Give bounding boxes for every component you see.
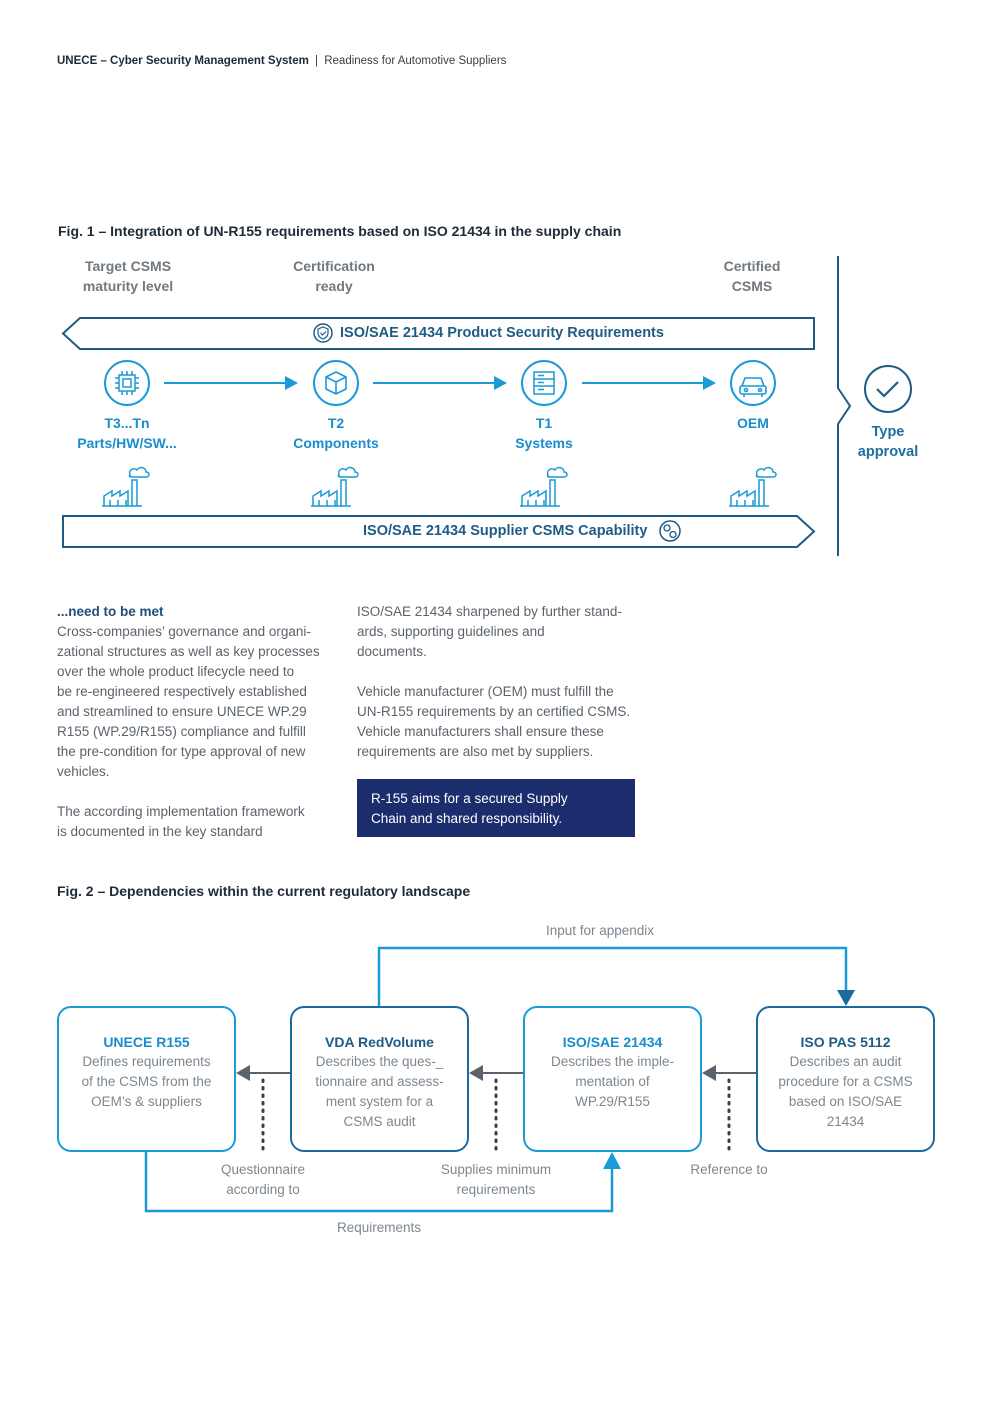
box-description: Describes the imple- mentation of WP.29/…	[550, 1054, 675, 1109]
box-description: Defines requirements of the CSMS from th…	[81, 1054, 212, 1109]
factory-icon	[311, 466, 359, 507]
paragraph: Cross-companies’ governance and organi- …	[57, 624, 320, 779]
input-appendix-label: Input for appendix	[545, 923, 655, 938]
link-arrow-3	[702, 1065, 756, 1081]
box-description: Describes the ques-_ tionnaire and asses…	[315, 1054, 444, 1129]
supplies-label: Supplies minimum requirements	[440, 1162, 552, 1197]
cube-icon	[325, 371, 347, 395]
box-title: UNECE R155	[103, 1034, 190, 1050]
header-title: UNECE – Cyber Security Management System	[57, 55, 309, 67]
tier-t2: T2 Components	[261, 413, 411, 453]
gears-icon	[659, 520, 681, 542]
tier-arrow-3	[582, 376, 716, 390]
input-appendix-arrow	[377, 946, 855, 1006]
server-icon	[533, 371, 555, 395]
tier-code: T3...Tn	[104, 415, 150, 431]
paragraph: The according implementation framework i…	[57, 804, 305, 839]
header-subtitle: Readiness for Automotive Suppliers	[324, 55, 507, 67]
tier-arrow-1	[164, 376, 298, 390]
fig1-diagram	[61, 256, 912, 556]
tier-name: Components	[293, 435, 379, 451]
page-header: UNECE – Cyber Security Management System…	[57, 55, 506, 67]
approval-divider	[837, 256, 852, 556]
requirements-label: Requirements	[336, 1220, 422, 1235]
tier-circle-oem	[730, 360, 776, 406]
header-separator: |	[315, 55, 319, 67]
text-column-1: ...need to be met Cross-companies’ gover…	[57, 602, 342, 842]
questionnaire-label: Questionnaire according to	[220, 1162, 306, 1197]
tier-name: Parts/HW/SW...	[77, 435, 177, 451]
factory-icon	[520, 466, 568, 507]
bottom-band-label: ISO/SAE 21434 Supplier CSMS Capability	[363, 523, 648, 539]
tier-t3: T3...Tn Parts/HW/SW...	[52, 413, 202, 453]
check-icon	[864, 365, 912, 413]
top-band-label: ISO/SAE 21434 Product Security Requireme…	[340, 325, 664, 341]
label-target-maturity: Target CSMS maturity level	[82, 258, 174, 294]
fig2-title: Fig. 2 – Dependencies within the current…	[57, 883, 471, 899]
tier-t1: T1 Systems	[469, 413, 619, 453]
chip-icon	[115, 371, 139, 395]
link-arrow-1	[236, 1065, 290, 1081]
tier-code: T1	[535, 415, 553, 431]
callout-box: R-155 aims for a secured Supply Chain an…	[357, 779, 635, 837]
box-title: VDA RedVolume	[325, 1034, 434, 1050]
tier-circle-t3	[104, 360, 150, 406]
type-approval-label: Type approval	[857, 424, 919, 460]
box-title: ISO/SAE 21434	[562, 1034, 663, 1050]
section-heading: ...need to be met	[57, 604, 164, 619]
box-vda-redvolume: VDA RedVolume Describes the ques-_ tionn…	[290, 1006, 469, 1152]
box-title: ISO PAS 5112	[800, 1034, 891, 1050]
factory-icon	[102, 466, 150, 507]
reference-label: Reference to	[690, 1162, 768, 1177]
tier-name: Systems	[515, 435, 573, 451]
factory-icon	[729, 466, 777, 507]
box-iso-pas-5112: ISO PAS 5112 Describes an audit procedur…	[756, 1006, 935, 1152]
text-column-2: ISO/SAE 21434 sharpened by further stand…	[357, 602, 647, 762]
tier-oem: OEM	[678, 413, 828, 433]
tier-arrow-2	[373, 376, 507, 390]
link-arrow-2	[469, 1065, 523, 1081]
shield-icon	[313, 323, 333, 343]
box-unece-r155: UNECE R155 Defines requirements of the C…	[57, 1006, 236, 1152]
tier-code: OEM	[737, 415, 769, 431]
tier-code: T2	[327, 415, 345, 431]
box-iso-sae-21434: ISO/SAE 21434 Describes the imple- menta…	[523, 1006, 702, 1152]
requirements-arrow	[144, 1152, 621, 1213]
bottom-band-arrow	[62, 515, 816, 548]
paragraph: ISO/SAE 21434 sharpened by further stand…	[357, 604, 622, 659]
box-description: Describes an audit procedure for a CSMS …	[778, 1054, 913, 1129]
label-certification-ready: Certification ready	[293, 258, 375, 294]
top-band-arrow	[61, 317, 815, 350]
fig2-connectors	[144, 946, 855, 1213]
fig1-title: Fig. 1 – Integration of UN-R155 requirem…	[58, 223, 622, 239]
paragraph: Vehicle manufacturer (OEM) must fulfill …	[357, 684, 631, 759]
label-certified-csms: Certified CSMS	[723, 258, 781, 294]
car-icon	[739, 377, 767, 397]
